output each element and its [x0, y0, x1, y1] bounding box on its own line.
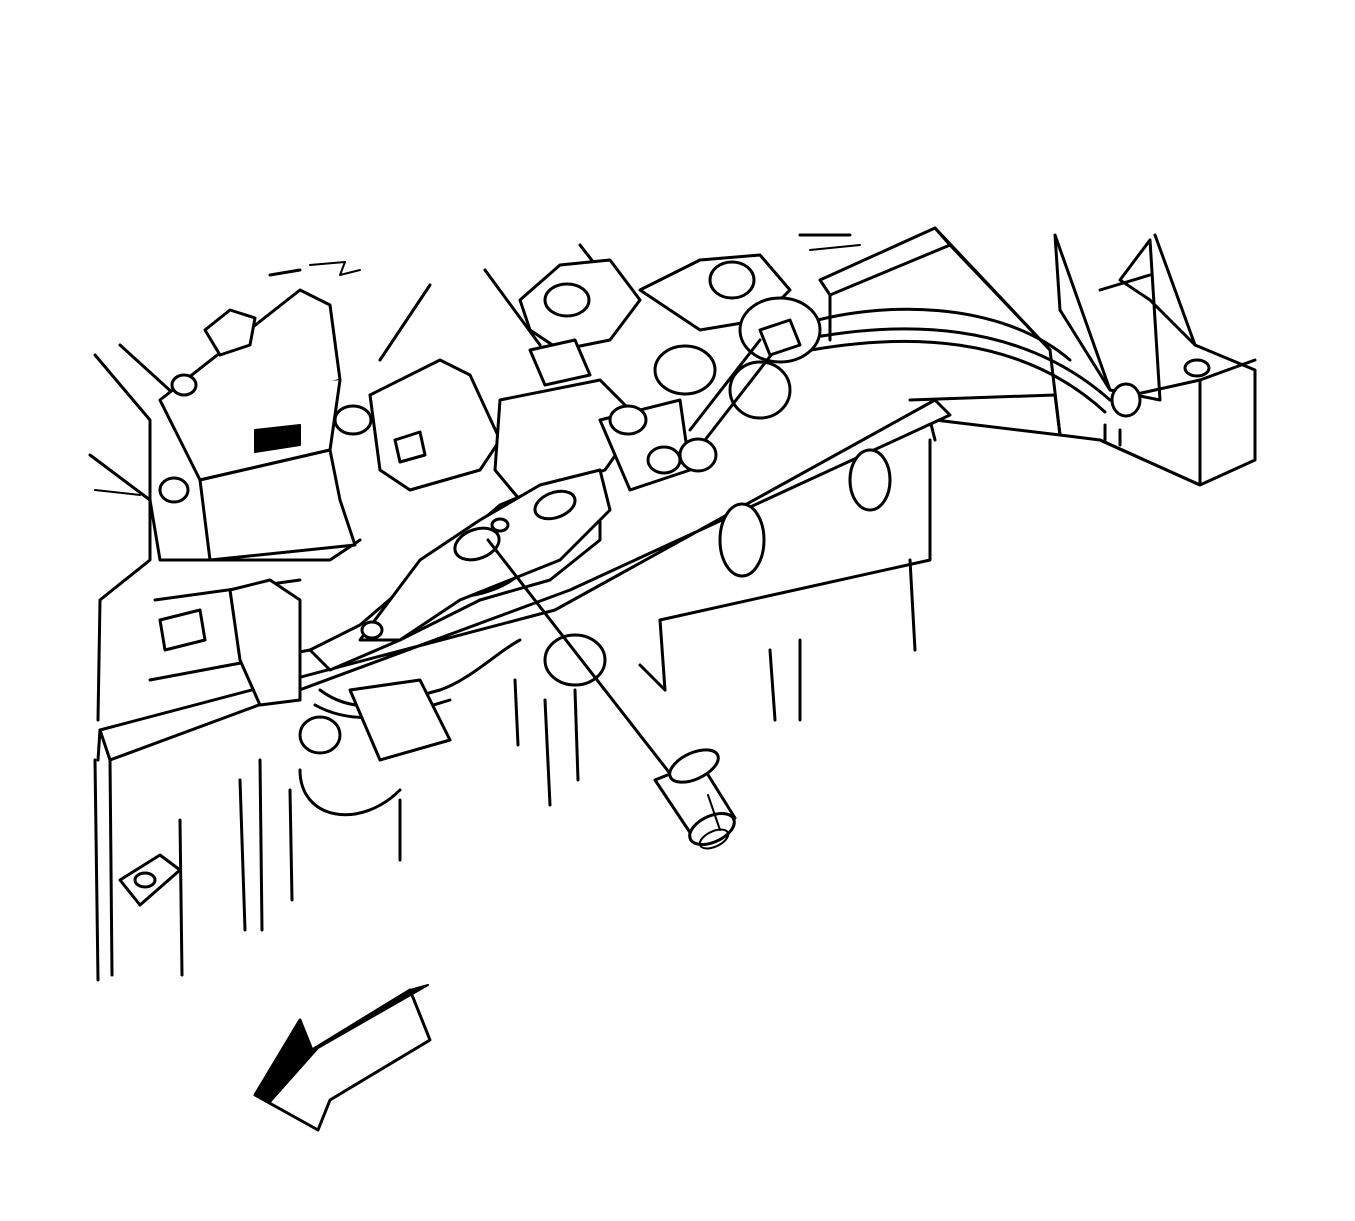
oxygen-sensor-wiring — [298, 307, 1112, 817]
sleeve-part-callout — [653, 748, 737, 850]
front-direction-arrow-icon — [253, 984, 432, 1132]
exhaust-manifold-gasket — [358, 468, 612, 642]
callout-leader-line — [486, 538, 677, 782]
crossmember-rail — [818, 226, 1257, 487]
lower-rail — [96, 398, 952, 762]
manifold-studs — [118, 318, 802, 907]
heat-shield-bracket — [158, 288, 373, 707]
engine-block-outline — [88, 233, 932, 982]
